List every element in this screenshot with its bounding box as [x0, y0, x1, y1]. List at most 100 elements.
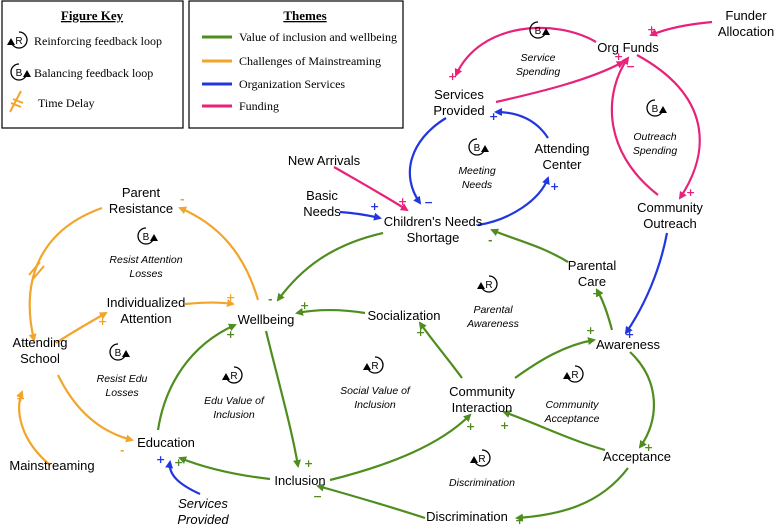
node-services-provided-bottom: Services Provided [177, 496, 229, 527]
edge-attention-to-wellbeing [184, 299, 235, 308]
theme-label-pink: Funding [239, 99, 279, 113]
svg-text:+: + [156, 453, 165, 466]
svg-text:B: B [115, 348, 122, 359]
edge-wellbeing-to-inclusion [264, 330, 301, 468]
node-awareness: Awareness [596, 337, 661, 352]
node-parental-care: Parental Care [568, 258, 617, 289]
svg-text:B: B [474, 143, 481, 154]
polarity-signs: + + + − + + − + + + + + - - + + - + - - … [16, 23, 695, 527]
edge-awareness-to-care [595, 288, 614, 331]
edge-funder-to-orgfunds [649, 20, 713, 37]
edge-school-to-attention [55, 312, 108, 344]
svg-text:Parent: Parent [122, 185, 161, 200]
node-inclusion: Inclusion [274, 473, 325, 488]
svg-text:Needs: Needs [462, 179, 493, 191]
svg-text:Spending: Spending [633, 145, 678, 157]
svg-text:Resist Attention: Resist Attention [109, 254, 182, 266]
svg-text:−: − [424, 196, 433, 209]
loop-resist-attention-losses: B Resist Attention Losses [109, 227, 183, 280]
svg-text:-: - [268, 293, 273, 306]
svg-text:B: B [652, 104, 659, 115]
node-wellbeing: Wellbeing [238, 312, 295, 327]
node-community-outreach: Community Outreach [637, 200, 703, 231]
svg-text:+: + [647, 23, 656, 36]
node-basic-needs: Basic Needs [303, 188, 341, 219]
figure-key: Figure Key R Reinforcing feedback loop B… [1, 0, 184, 129]
edge-education-to-wellbeing [156, 323, 237, 431]
node-attending-school: Attending School [13, 335, 68, 366]
svg-text:Outreach: Outreach [643, 216, 696, 231]
edge-basicneeds-to-shortage [339, 210, 382, 221]
node-discrimination: Discrimination [426, 509, 508, 524]
loop-resist-edu-losses: B Resist Edu Losses [97, 343, 148, 399]
svg-text:+: + [625, 328, 634, 341]
edge-care-to-shortage [490, 228, 569, 263]
svg-text:+: + [515, 514, 524, 527]
svg-text:+: + [300, 299, 309, 312]
reinforcing-loop-symbol: R [7, 31, 28, 49]
svg-text:Inclusion: Inclusion [213, 409, 255, 421]
edge-outreach-to-awareness [624, 232, 669, 335]
edge-shortage-to-wellbeing [276, 231, 384, 302]
svg-text:Social Value of: Social Value of [340, 385, 411, 397]
svg-text:Awareness: Awareness [466, 318, 520, 330]
figure-key-delay-label: Time Delay [38, 96, 95, 110]
svg-text:+: + [304, 457, 313, 470]
svg-text:R: R [478, 454, 485, 465]
svg-text:Inclusion: Inclusion [354, 399, 396, 411]
svg-text:Losses: Losses [129, 268, 163, 280]
svg-text:Children's Needs: Children's Needs [384, 214, 483, 229]
edge-services-to-shortage [408, 117, 447, 205]
svg-text:+: + [370, 200, 379, 213]
edge-orgfunds-to-outreach [636, 54, 701, 200]
svg-text:Parental: Parental [568, 258, 617, 273]
svg-text:Parental: Parental [473, 304, 513, 316]
services-edges [165, 108, 669, 496]
inclusion-edges [156, 228, 656, 522]
edge-interaction-to-awareness [514, 337, 596, 379]
node-funder-allocation: Funder Allocation [718, 8, 774, 39]
themes-legend: Themes Value of inclusion and wellbeing … [188, 0, 404, 129]
edge-inclusion-to-education [178, 456, 271, 481]
svg-text:Shortage: Shortage [407, 230, 460, 245]
svg-text:Service: Service [520, 52, 555, 64]
svg-text:Care: Care [578, 274, 606, 289]
loop-parental-awareness: R Parental Awareness [466, 275, 520, 330]
figure-key-reinforcing-label: Reinforcing feedback loop [34, 34, 162, 48]
node-individualized-attention: Individualized Attention [107, 295, 186, 326]
node-socialization: Socialization [368, 308, 441, 323]
svg-text:R: R [485, 280, 492, 291]
node-childrens-needs-shortage: Children's Needs Shortage [384, 214, 483, 245]
theme-label-blue: Organization Services [239, 77, 345, 91]
svg-text:Attending: Attending [13, 335, 68, 350]
svg-text:+: + [226, 291, 235, 304]
svg-text:Community: Community [449, 384, 515, 399]
node-community-interaction: Community Interaction [449, 384, 515, 415]
svg-text:Basic: Basic [306, 188, 338, 203]
time-delay-symbol [9, 90, 24, 113]
svg-text:Funder: Funder [725, 8, 767, 23]
edge-interaction-to-inclusion [329, 413, 472, 482]
svg-text:R: R [15, 36, 22, 47]
edge-awareness-to-acceptance [629, 351, 656, 449]
svg-text:Discrimination: Discrimination [449, 477, 515, 489]
svg-text:School: School [20, 351, 60, 366]
svg-text:Attention: Attention [120, 311, 171, 326]
svg-text:B: B [535, 26, 542, 37]
svg-text:Losses: Losses [105, 387, 139, 399]
edge-mainstreaming-to-school [16, 390, 51, 466]
loop-community-acceptance: R Community Acceptance [544, 365, 600, 425]
mainstreaming-edges [16, 206, 260, 466]
svg-text:+: + [398, 195, 407, 208]
svg-text:+: + [448, 70, 457, 83]
edge-center-to-services [494, 108, 549, 139]
loop-outreach-spending: B Outreach Spending [633, 99, 678, 157]
node-education: Education [137, 435, 195, 450]
loop-discrimination: R Discrimination [449, 449, 515, 489]
loop-service-spending: B Service Spending [516, 21, 560, 78]
svg-text:Individualized: Individualized [107, 295, 186, 310]
svg-text:+: + [226, 328, 235, 341]
svg-text:Needs: Needs [303, 204, 341, 219]
edge-shortage-to-center [477, 176, 550, 227]
svg-text:Services: Services [434, 87, 484, 102]
